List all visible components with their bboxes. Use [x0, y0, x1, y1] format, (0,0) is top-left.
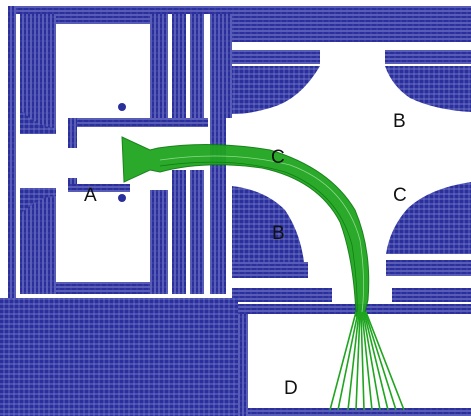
vertical-channels [172, 14, 232, 294]
flow-jet [121, 136, 405, 411]
bottom-mesh [0, 298, 471, 416]
label-a: A [84, 185, 97, 206]
label-b-upper: B [393, 111, 406, 132]
label-c-right: C [393, 185, 407, 206]
label-c-upper: C [271, 147, 285, 168]
inlet-nozzle [68, 103, 208, 202]
left-chamber [20, 14, 168, 294]
top-right-walls [232, 14, 471, 114]
outer-frame [8, 6, 471, 416]
mid-obstacles [232, 182, 471, 302]
label-d: D [284, 378, 298, 399]
label-b-lower: B [272, 223, 285, 244]
